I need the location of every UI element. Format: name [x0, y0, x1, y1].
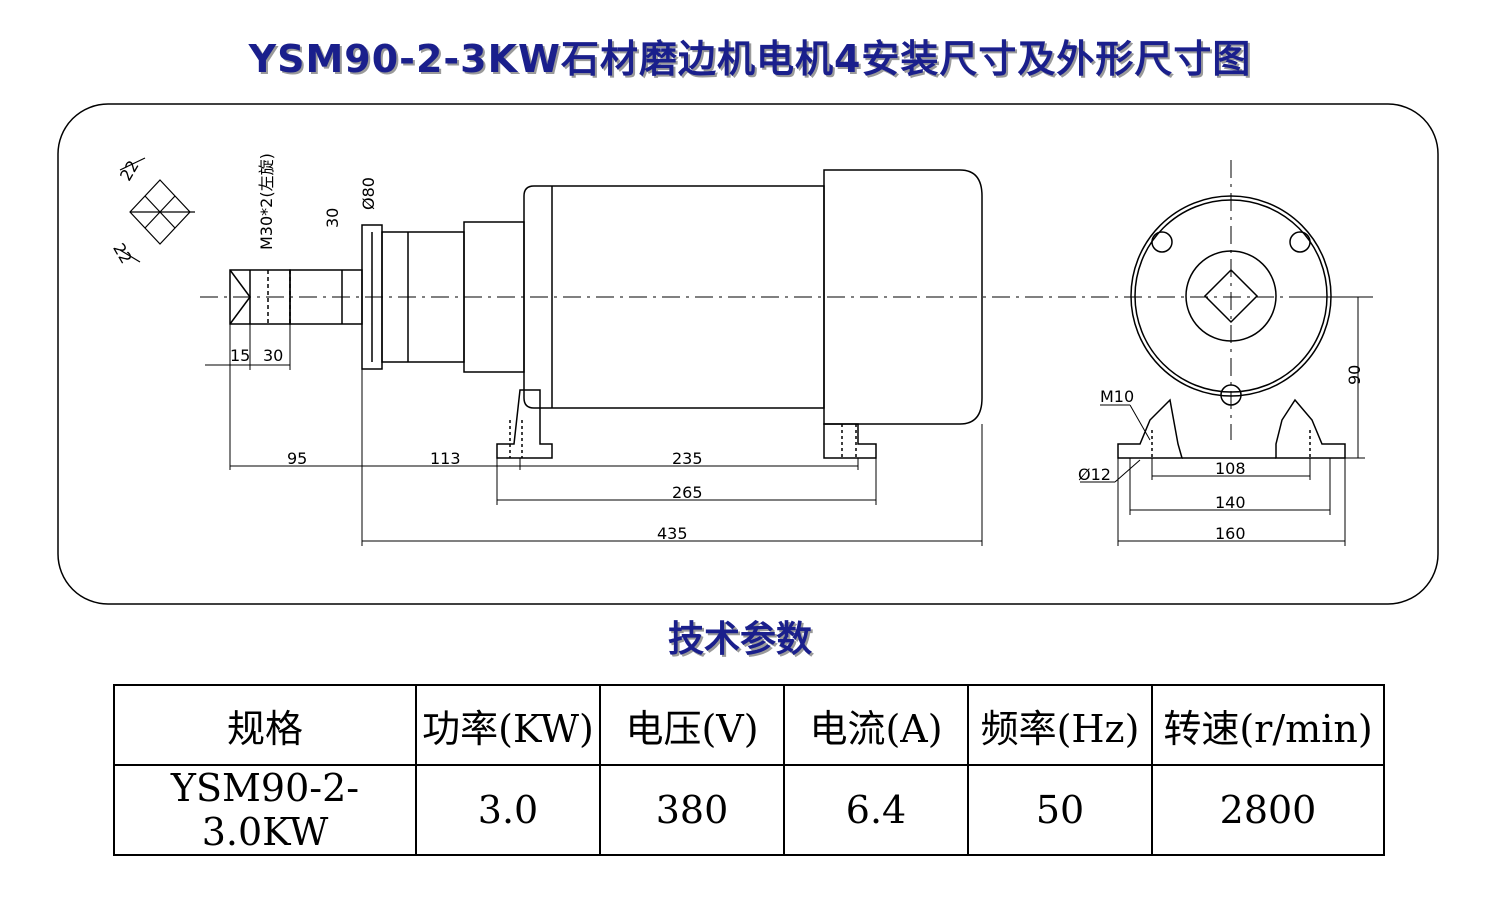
dim-113: 113 — [430, 449, 461, 468]
dim-235: 235 — [672, 449, 703, 468]
dim-15: 15 — [230, 346, 250, 365]
motor-shaft — [229, 269, 363, 325]
header-cell: 频率(Hz) — [967, 684, 1153, 766]
m10-label: M10 — [1100, 387, 1134, 406]
chamfer-bottom-label: 22 — [109, 240, 136, 267]
dim-265: 265 — [672, 483, 703, 502]
table-cell: 3.0 — [415, 764, 601, 856]
header-cell: 功率(KW) — [415, 684, 601, 766]
specs-title: 技术参数 — [667, 619, 812, 660]
specs-table: 规格 功率(KW) 电压(V) 电流(A) 频率(Hz) 转速(r/min) Y… — [113, 684, 1385, 856]
dim-108: 108 — [1215, 459, 1246, 478]
header-cell: 电压(V) — [599, 684, 785, 766]
flange-dia-label: Ø80 — [359, 177, 378, 210]
table-cell: YSM90-2-3.0KW — [113, 764, 417, 856]
page-title: YSM90-2-3KW石材磨边机电机4安装尺寸及外形尺寸图 — [248, 37, 1252, 81]
thread-label: M30*2(左旋) — [257, 153, 276, 250]
header-cell: 电流(A) — [783, 684, 969, 766]
front-dimension-lines — [1080, 296, 1365, 546]
drawing-frame — [57, 103, 1439, 605]
dimension-lines — [205, 324, 983, 546]
dim-160: 160 — [1215, 524, 1246, 543]
chamfer-detail — [119, 157, 195, 263]
table-cell: 2800 — [1151, 764, 1385, 856]
shaft-dia-label: 30 — [323, 208, 342, 228]
header-cell: 转速(r/min) — [1151, 684, 1385, 766]
dia-12-label: Ø12 — [1078, 465, 1111, 484]
dim-90: 90 — [1345, 365, 1364, 385]
table-row: YSM90-2-3.0KW 3.0 380 6.4 50 2800 — [113, 764, 1385, 856]
table-cell: 50 — [967, 764, 1153, 856]
dim-30: 30 — [263, 346, 283, 365]
header-cell: 规格 — [113, 684, 417, 766]
motor-body — [523, 169, 983, 425]
dim-140: 140 — [1215, 493, 1246, 512]
motor-front-view — [1117, 160, 1346, 459]
dim-95: 95 — [287, 449, 307, 468]
table-cell: 380 — [599, 764, 785, 856]
table-cell: 6.4 — [783, 764, 969, 856]
table-header-row: 规格 功率(KW) 电压(V) 电流(A) 频率(Hz) 转速(r/min) — [113, 684, 1385, 766]
dim-435: 435 — [657, 524, 688, 543]
motor-feet-side — [496, 389, 877, 459]
